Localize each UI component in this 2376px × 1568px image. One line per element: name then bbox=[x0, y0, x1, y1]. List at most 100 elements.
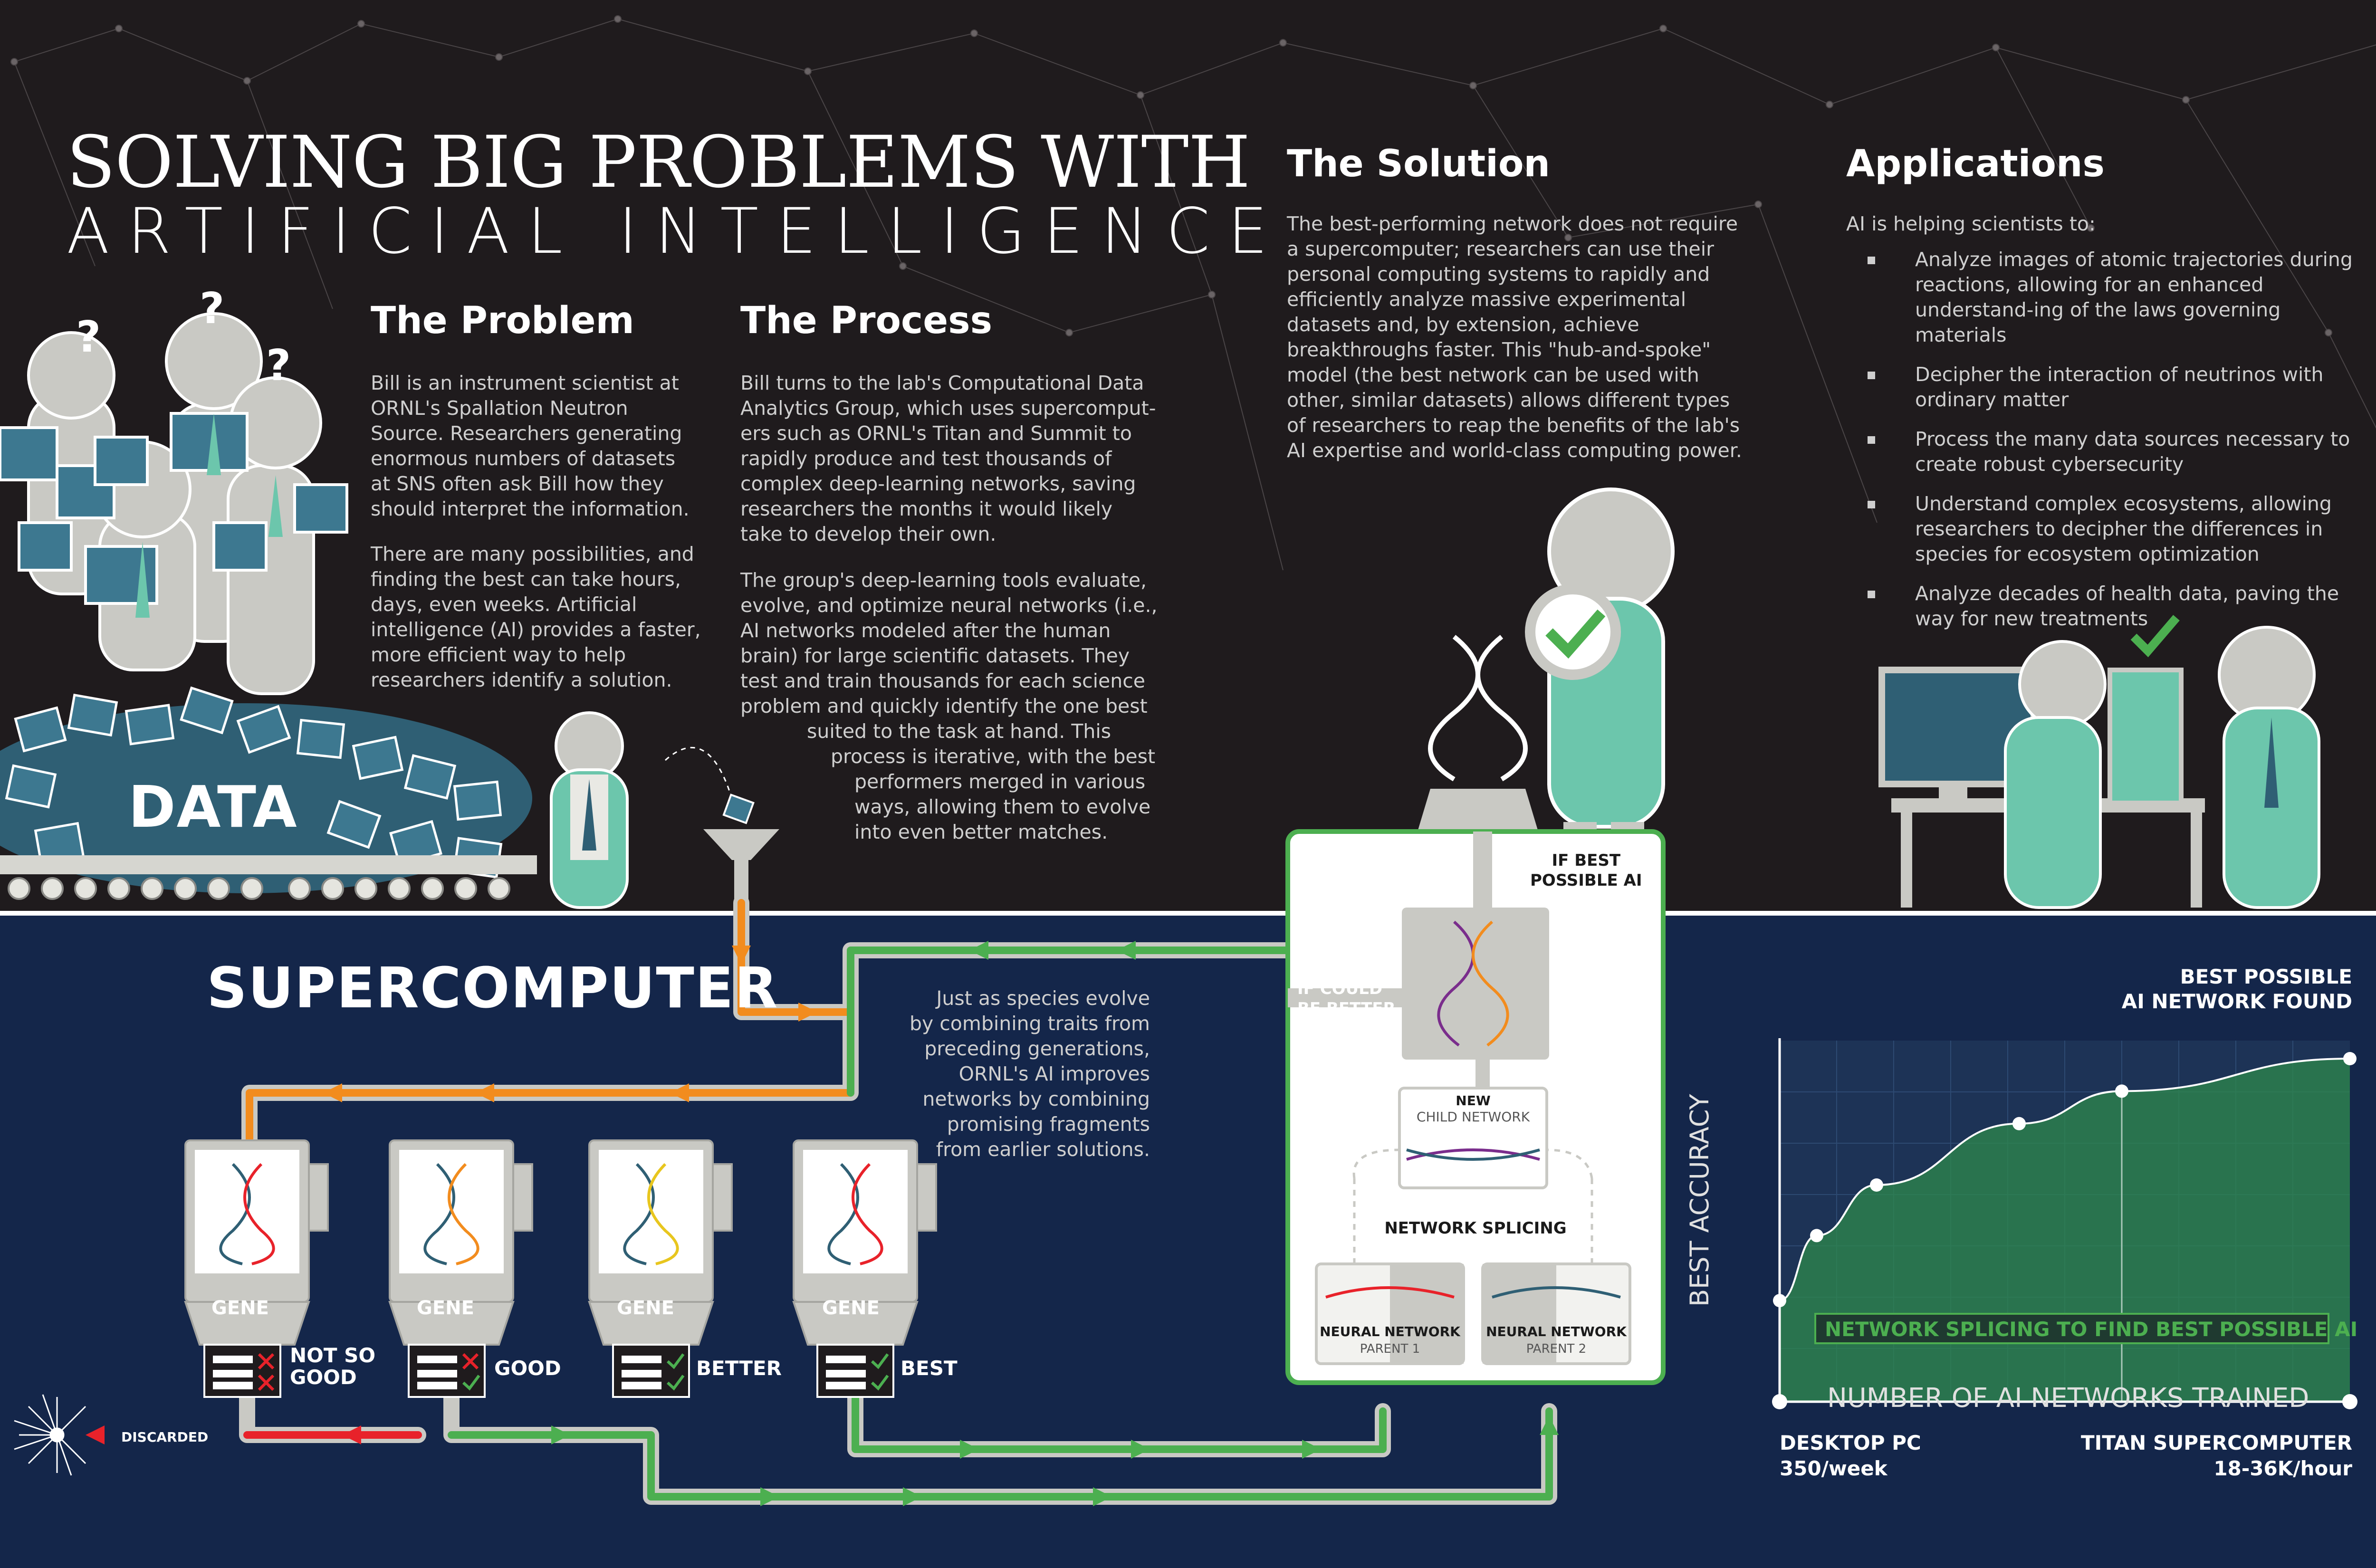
titan-rate: 18-36K/hour bbox=[2213, 1457, 2352, 1480]
if-could-line-2: BE BETTER bbox=[1297, 999, 1396, 1018]
solution-line-9: of researchers to reap the benefits of t… bbox=[1287, 414, 1740, 437]
solution-line-3: personal computing systems to rapidly an… bbox=[1287, 263, 1710, 286]
chart-origin-dot bbox=[1772, 1394, 1787, 1409]
process-p2-line-2: evolve, and optimize neural networks (i.… bbox=[740, 594, 1158, 617]
problem-p1-line-6: should interpret the information. bbox=[371, 497, 690, 520]
chart-top-label: BEST POSSIBLE AI NETWORK FOUND bbox=[2081, 965, 2352, 1014]
parent-2-line-2: PARENT 2 bbox=[1526, 1342, 1587, 1356]
parent-2-line-1: NEURAL NETWORK bbox=[1486, 1324, 1627, 1339]
species-line-3: preceding generations, bbox=[924, 1037, 1150, 1060]
chart-data-point bbox=[1870, 1178, 1883, 1192]
solution-line-10: AI expertise and world-class computing p… bbox=[1287, 439, 1742, 462]
process-p2-line-3: AI networks modeled after the human bbox=[740, 619, 1111, 642]
problem-p2-line-3: days, even weeks. Artificial bbox=[371, 593, 637, 616]
species-line-1: Just as species evolve bbox=[936, 987, 1150, 1010]
chart-data-point bbox=[2012, 1117, 2026, 1130]
problem-paragraph-1: Bill is an instrument scientist at ORNL's… bbox=[371, 371, 713, 522]
parent-2-label: NEURAL NETWORK PARENT 2 bbox=[1483, 1323, 1630, 1358]
application-item: Understand complex ecosystems, allowing … bbox=[1868, 491, 2371, 567]
data-label: DATA bbox=[128, 774, 298, 841]
chart-series-line bbox=[1778, 1058, 2350, 1402]
svg-text:?: ? bbox=[76, 312, 101, 362]
application-item: Decipher the interaction of neutrinos wi… bbox=[1868, 362, 2371, 412]
problem-paragraph-2: There are many possibilities, and finding… bbox=[371, 542, 713, 693]
chart-x-axis-title: NUMBER OF AI NETWORKS TRAINED bbox=[1827, 1383, 2309, 1414]
applications-list: Analyze images of atomic trajectories du… bbox=[1868, 247, 2371, 646]
solution-line-6: breakthroughs faster. This "hub-and-spok… bbox=[1287, 338, 1711, 361]
bill-figure bbox=[550, 711, 779, 909]
species-line-5: networks by combining bbox=[922, 1088, 1150, 1110]
chart-y-axis-label: BEST ACCURACY bbox=[1685, 1094, 1715, 1307]
solution-line-1: The best-performing network does not req… bbox=[1287, 212, 1738, 235]
if-could-line-1: IF COULD bbox=[1297, 979, 1383, 998]
solution-line-7: model (the best network can be used with bbox=[1287, 363, 1699, 386]
problem-p2-line-2: finding the best can take hours, bbox=[371, 568, 681, 591]
species-line-2: by combining traits from bbox=[909, 1012, 1150, 1035]
rating-not-so-good: NOT SO GOOD bbox=[290, 1344, 376, 1389]
researchers-group: ??? bbox=[0, 284, 348, 695]
chart-points bbox=[1773, 1052, 2357, 1308]
problem-p1-line-5: at SNS often ask Bill how they bbox=[371, 472, 664, 495]
parent-1-line-1: NEURAL NETWORK bbox=[1320, 1324, 1460, 1339]
process-p2-line-5: test and train thousands for each scienc… bbox=[740, 669, 1146, 692]
if-could-label: IF COULD BE BETTER bbox=[1297, 979, 1396, 1019]
solution-line-2: a supercomputer; researchers can use the… bbox=[1287, 238, 1714, 260]
gene-units bbox=[184, 1139, 937, 1398]
chart-band-box bbox=[1814, 1313, 2329, 1344]
chart-x-end-dot bbox=[2342, 1394, 2357, 1409]
chart-data-point bbox=[1773, 1294, 1786, 1308]
gene-label-3: GENE bbox=[617, 1297, 674, 1319]
gene-label-4: GENE bbox=[822, 1297, 880, 1319]
new-child-line-2: CHILD NETWORK bbox=[1416, 1109, 1530, 1125]
species-line-4: ORNL's AI improves bbox=[958, 1062, 1150, 1085]
parent-1-line-2: PARENT 1 bbox=[1360, 1342, 1420, 1356]
process-p1-line-4: rapidly produce and test thousands of bbox=[740, 447, 1112, 470]
if-best-line-1: IF BEST bbox=[1552, 851, 1621, 870]
chart-band-label: NETWORK SPLICING TO FIND BEST POSSIBLE A… bbox=[1825, 1318, 2357, 1341]
titan-label: TITAN SUPERCOMPUTER bbox=[2081, 1431, 2352, 1454]
chart-data-point bbox=[1810, 1229, 1823, 1243]
process-p1-line-5: complex deep-learning networks, saving bbox=[740, 472, 1136, 495]
solution-paragraph: The best-performing network does not req… bbox=[1287, 211, 1791, 463]
gene-label-2: GENE bbox=[417, 1297, 474, 1319]
process-paragraph-2: The group's deep-learning tools evaluate… bbox=[740, 568, 1159, 845]
gene-label-1: GENE bbox=[211, 1297, 269, 1319]
solution-line-5: datasets and, by extension, achieve bbox=[1287, 313, 1639, 336]
process-p2-line-8: process is iterative, with the best bbox=[831, 745, 1156, 768]
splicing-box bbox=[1285, 829, 1666, 1385]
application-item: Analyze images of atomic trajectories du… bbox=[1868, 247, 2371, 348]
title-line-1: SOLVING BIG PROBLEMS WITH bbox=[67, 121, 1250, 204]
network-splicing-label: NETWORK SPLICING bbox=[1384, 1219, 1567, 1238]
problem-p2-line-5: more efficient way to help bbox=[371, 643, 626, 666]
parent-1-label: NEURAL NETWORK PARENT 1 bbox=[1316, 1323, 1464, 1358]
if-best-line-2: POSSIBLE AI bbox=[1530, 871, 1642, 890]
problem-p1-line-1: Bill is an instrument scientist at bbox=[371, 372, 679, 394]
process-p1-line-1: Bill turns to the lab's Computational Da… bbox=[740, 372, 1144, 394]
solution-line-8: other, similar datasets) allows differen… bbox=[1287, 389, 1730, 411]
rating-best: BEST bbox=[901, 1357, 958, 1380]
dna-pedestal bbox=[1416, 635, 1540, 836]
process-heading: The Process bbox=[740, 299, 993, 342]
process-p2-line-4: brain) for large scientific datasets. Th… bbox=[740, 644, 1130, 667]
chart-top-label-line-1: BEST POSSIBLE bbox=[2180, 965, 2352, 988]
discard-burst bbox=[14, 1394, 86, 1476]
researchers-at-desk bbox=[1878, 615, 2320, 909]
chart-top-label-line-2: AI NETWORK FOUND bbox=[2121, 990, 2352, 1013]
process-p2-line-9: performers merged in various bbox=[854, 770, 1146, 793]
chart-data-point bbox=[2343, 1052, 2357, 1065]
problem-p1-line-2: ORNL's Spallation Neutron bbox=[371, 397, 628, 420]
problem-p1-line-4: enormous numbers of datasets bbox=[371, 447, 676, 470]
species-line-6: promising fragments bbox=[947, 1113, 1150, 1136]
process-p1-line-6: researchers the months it would likely bbox=[740, 497, 1113, 520]
process-p1-line-2: Analytics Group, which uses supercomput- bbox=[740, 397, 1156, 420]
solution-heading: The Solution bbox=[1287, 143, 1550, 185]
data-pile bbox=[0, 686, 537, 900]
process-p1-line-3: ers such as ORNL's Titan and Summit to bbox=[740, 422, 1132, 445]
flow-arrows bbox=[86, 941, 1559, 1506]
application-item: Process the many data sources necessary … bbox=[1868, 427, 2371, 477]
problem-p2-line-4: intelligence (AI) provides a faster, bbox=[371, 618, 701, 641]
problem-p2-line-1: There are many possibilities, and bbox=[371, 543, 694, 565]
process-p2-line-7: suited to the task at hand. This bbox=[807, 720, 1111, 743]
